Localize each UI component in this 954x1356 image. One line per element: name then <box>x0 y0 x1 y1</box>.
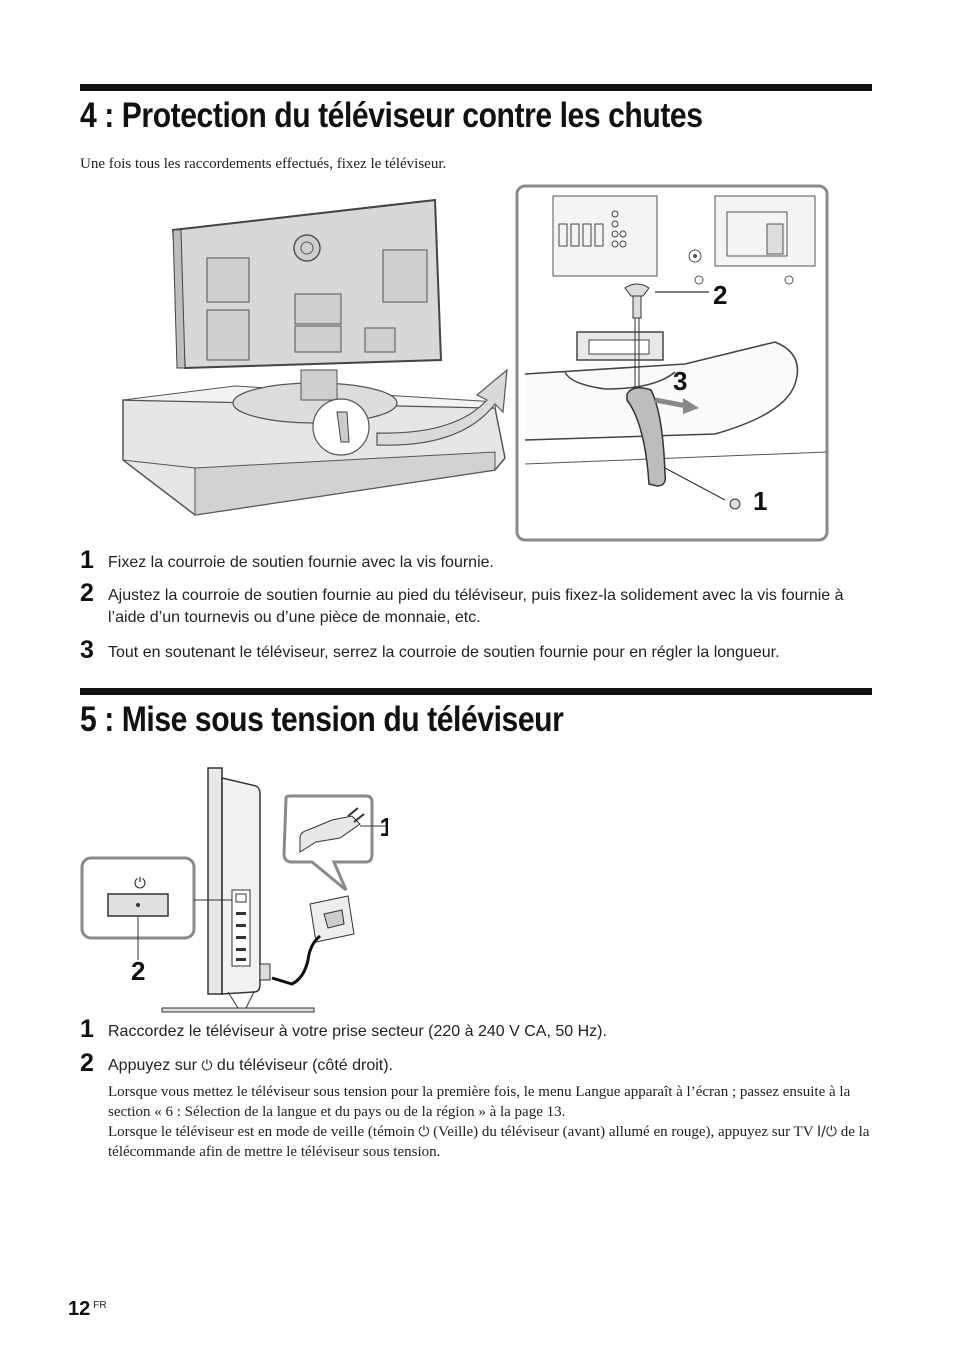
section5-rule <box>80 688 872 695</box>
step-number: 1 <box>80 1015 94 1043</box>
strap-detail-illustration: 2 3 1 <box>515 184 829 542</box>
step-text: Ajustez la courroie de soutien fournie a… <box>108 587 844 626</box>
language-code: FR <box>93 1300 107 1311</box>
section5-note-2: Lorsque le téléviseur est en mode de vei… <box>108 1124 870 1160</box>
section4-intro: Une fois tous les raccordements effectué… <box>80 156 447 172</box>
step-text: Appuyez sur ⏻ du téléviseur (côté droit)… <box>108 1057 393 1074</box>
step-number: 2 <box>80 579 94 607</box>
section5-note-1: Lorsque vous mettez le téléviseur sous t… <box>108 1084 851 1120</box>
power-symbol-icon: ⏻ <box>201 1058 213 1074</box>
standby-symbol-icon: ⏻ <box>418 1124 430 1140</box>
callout-2: 2 <box>713 280 727 310</box>
page-number: 12 <box>68 1298 91 1320</box>
svg-text:⏻: ⏻ <box>134 874 146 892</box>
tv-on-stand-illustration <box>122 198 508 516</box>
tv-power-symbol-icon: I/⏻ <box>817 1124 837 1140</box>
section4-title: 4 : Protection du téléviseur contre les … <box>80 96 703 135</box>
callout-3: 3 <box>673 366 687 396</box>
power-connection-illustration: ⏻ 1 2 <box>80 767 388 1013</box>
step-text: Raccordez le téléviseur à votre prise se… <box>108 1023 607 1040</box>
callout-1: 1 <box>753 486 767 516</box>
callout-plug-1: 1 <box>380 812 388 842</box>
step-text: Fixez la courroie de soutien fournie ave… <box>108 554 494 571</box>
step-text: Tout en soutenant le téléviseur, serrez … <box>108 644 780 661</box>
step-number: 2 <box>80 1049 94 1077</box>
section5-title: 5 : Mise sous tension du téléviseur <box>80 700 564 739</box>
step-number: 3 <box>80 636 94 664</box>
callout-button-2: 2 <box>131 956 145 986</box>
step-number: 1 <box>80 546 94 574</box>
section4-rule <box>80 84 872 91</box>
